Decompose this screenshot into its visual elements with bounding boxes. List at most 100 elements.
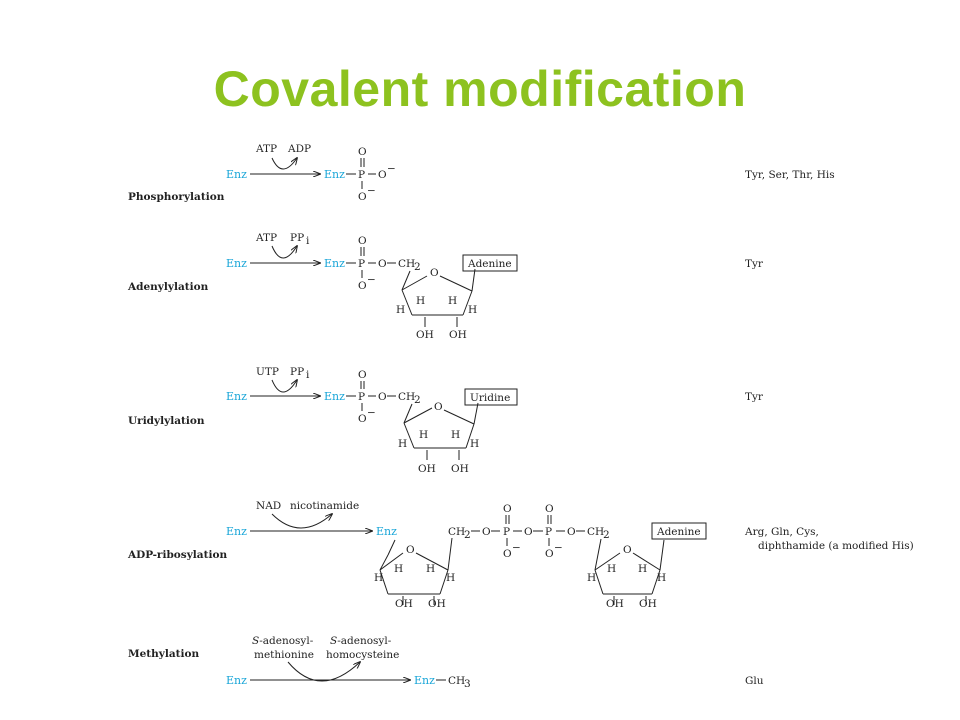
base-box — [464, 388, 518, 406]
svg-text:H: H — [657, 572, 666, 584]
target-residues: Glu — [745, 675, 764, 687]
reaction-name: Phosphorylation — [128, 191, 225, 203]
cofactor-out: PP — [290, 232, 304, 244]
svg-text:H: H — [416, 295, 425, 307]
svg-text:O: O — [430, 267, 439, 279]
svg-text:2: 2 — [464, 529, 471, 541]
svg-text:O: O — [358, 413, 367, 425]
svg-text:O: O — [545, 503, 554, 515]
base-box — [462, 254, 518, 272]
phosphorus: P — [358, 169, 365, 181]
svg-text:O: O — [378, 391, 387, 403]
target-residues: Tyr — [745, 258, 764, 270]
enz-product: Enz — [414, 674, 435, 687]
target-residues: Arg, Gln, Cys, — [744, 526, 819, 538]
page-title: Covalent modification — [213, 61, 747, 117]
svg-text:CH: CH — [398, 391, 415, 403]
enz-reactant: Enz — [226, 674, 247, 687]
svg-text:H: H — [426, 563, 435, 575]
svg-text:−: − — [367, 274, 376, 286]
svg-text:H: H — [638, 563, 647, 575]
svg-text:P: P — [358, 391, 365, 403]
svg-text:O: O — [524, 526, 533, 538]
cofactor-out: PP — [290, 366, 304, 378]
cofactor-out: ADP — [287, 143, 311, 155]
svg-text:O: O — [358, 369, 367, 381]
cofactor-curve — [271, 514, 332, 529]
base-label: Adenine — [656, 526, 701, 538]
svg-text:O: O — [358, 191, 367, 203]
svg-text:H: H — [398, 438, 407, 450]
svg-text:O: O — [434, 401, 443, 413]
svg-text:P: P — [545, 526, 552, 538]
cofactor-out: nicotinamide — [290, 500, 359, 512]
svg-text:OH: OH — [416, 329, 434, 341]
enz-reactant: Enz — [226, 390, 247, 403]
svg-text:O: O — [406, 544, 415, 556]
base-box — [651, 522, 707, 540]
phosphorylation-reaction: Enz ATP ADP Enz P O O − O − Phosphorylat… — [128, 143, 835, 203]
reaction-name: ADP-ribosylation — [127, 549, 227, 561]
svg-text:3: 3 — [464, 678, 471, 690]
reaction-name: Uridylylation — [128, 415, 205, 427]
svg-text:O: O — [503, 548, 512, 560]
svg-text:H: H — [374, 572, 383, 584]
cofactor-in: S-adenosyl- — [252, 635, 314, 647]
cofactor-curve — [271, 158, 297, 170]
cofactor-in: ATP — [255, 143, 277, 155]
target-residues: Tyr — [745, 391, 764, 403]
svg-text:P: P — [503, 526, 510, 538]
svg-text:O: O — [378, 169, 387, 181]
svg-text:−: − — [387, 163, 396, 175]
svg-text:2: 2 — [414, 394, 421, 406]
svg-text:H: H — [396, 304, 405, 316]
svg-text:H: H — [587, 572, 596, 584]
svg-text:i: i — [306, 369, 310, 381]
svg-text:O: O — [545, 548, 554, 560]
svg-text:O: O — [503, 503, 512, 515]
reaction-name: Methylation — [128, 648, 200, 660]
enz-product: Enz — [324, 390, 345, 403]
cofactor-in: ATP — [255, 232, 277, 244]
svg-text:OH: OH — [639, 598, 657, 610]
base-label: Adenine — [467, 258, 512, 270]
svg-text:H: H — [470, 438, 479, 450]
svg-text:H: H — [468, 304, 477, 316]
svg-text:H: H — [446, 572, 455, 584]
adp-ribosylation-reaction: Enz NAD nicotinamide Enz O CH 2 O P O O … — [127, 500, 914, 610]
enz-product: Enz — [376, 525, 397, 538]
svg-text:OH: OH — [606, 598, 624, 610]
base-label: Uridine — [470, 392, 510, 404]
svg-text:OH: OH — [451, 463, 469, 475]
enz-reactant: Enz — [226, 525, 247, 538]
svg-text:O: O — [358, 235, 367, 247]
svg-text:O: O — [358, 280, 367, 292]
svg-text:OH: OH — [428, 598, 446, 610]
svg-text:2: 2 — [603, 529, 610, 541]
svg-text:−: − — [554, 542, 563, 554]
cofactor-curve — [271, 380, 297, 393]
svg-text:CH: CH — [448, 526, 465, 538]
svg-text:CH: CH — [448, 675, 465, 687]
svg-text:−: − — [512, 542, 521, 554]
svg-text:i: i — [306, 235, 310, 247]
svg-text:O: O — [623, 544, 632, 556]
enz-product: Enz — [324, 257, 345, 270]
cofactor-out-2: homocysteine — [326, 649, 399, 661]
adenylylation-reaction: Enz ATP PP i Enz P O O CH 2 O − O Adenin… — [127, 232, 764, 341]
cofactor-curve — [287, 662, 360, 682]
cofactor-in: UTP — [256, 366, 279, 378]
svg-text:CH: CH — [398, 258, 415, 270]
svg-text:−: − — [367, 407, 376, 419]
svg-text:H: H — [607, 563, 616, 575]
reaction-name: Adenylylation — [127, 281, 209, 293]
enz-reactant: Enz — [226, 168, 247, 181]
svg-text:H: H — [448, 295, 457, 307]
target-residues-2: diphthamide (a modified His) — [758, 540, 914, 552]
svg-text:H: H — [394, 563, 403, 575]
svg-text:O: O — [358, 146, 367, 158]
enz-product: Enz — [324, 168, 345, 181]
svg-text:P: P — [358, 258, 365, 270]
svg-text:2: 2 — [414, 261, 421, 273]
